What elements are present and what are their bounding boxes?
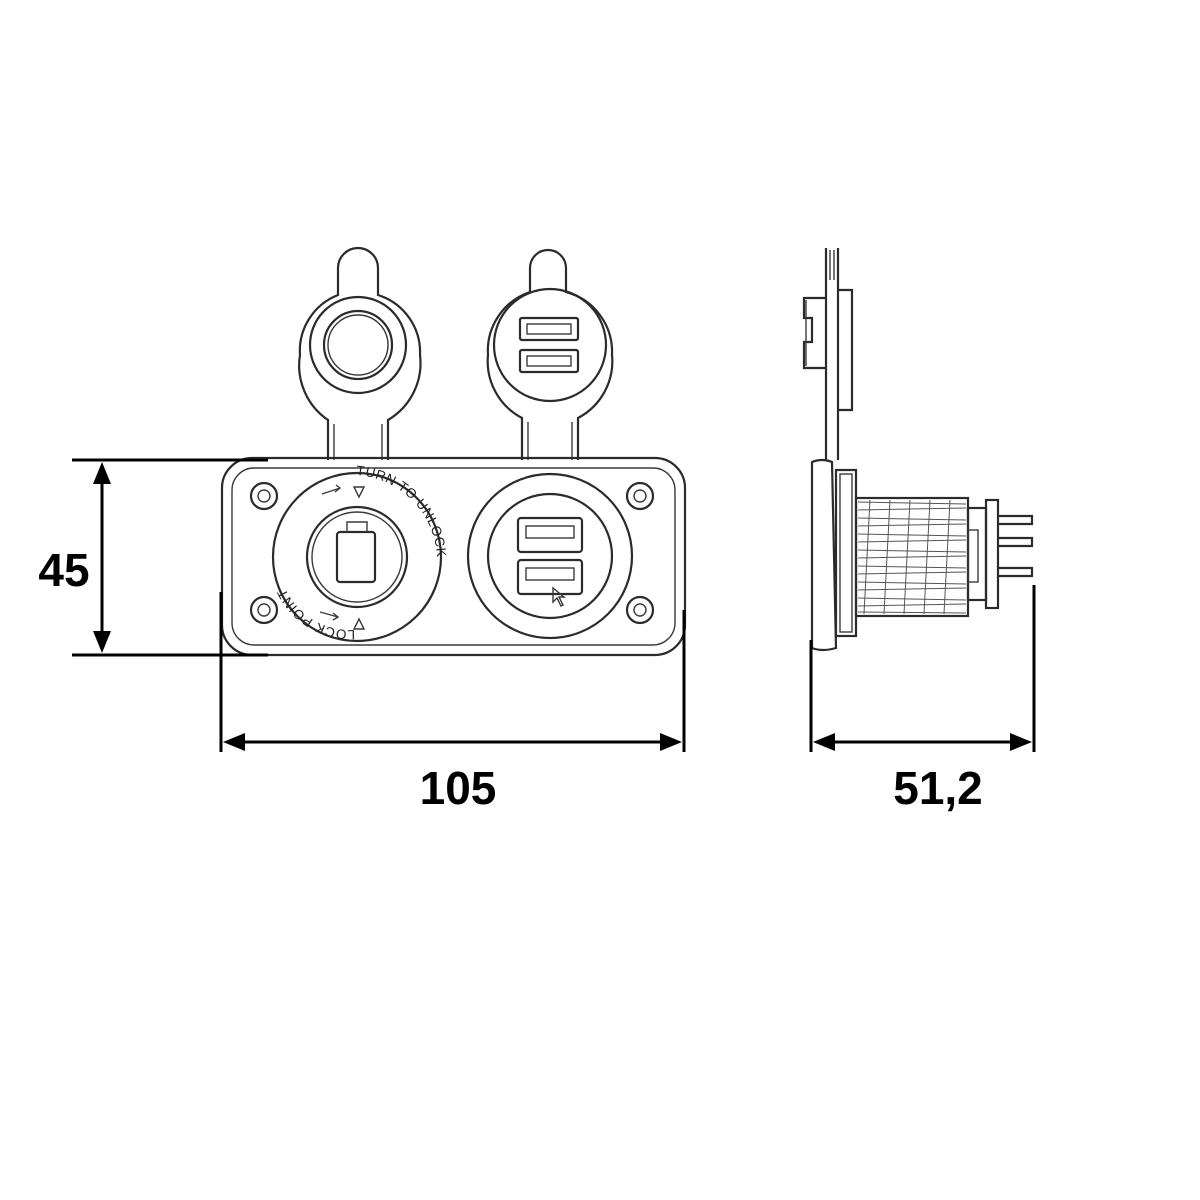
socket-cap-left (298, 246, 422, 460)
mounting-screw-top-left (249, 481, 279, 511)
mounting-screw-top-right (625, 481, 655, 511)
depth-dimension-label: 51,2 (893, 762, 983, 814)
lock-point-label: LOCK POINT (274, 586, 355, 642)
dimension-height: 45 (38, 458, 268, 657)
panel-plate (220, 456, 687, 657)
side-terminals (998, 514, 1034, 578)
side-view (802, 248, 1034, 652)
turn-to-unlock-label: TURN TO UNLOCK (356, 463, 449, 558)
side-cap (802, 248, 854, 460)
dimension-width: 105 (219, 592, 686, 814)
usb-cap-right (486, 248, 614, 460)
mounting-screw-bottom-right (625, 595, 655, 625)
side-threaded-body (854, 496, 1000, 618)
height-dimension-label: 45 (38, 544, 89, 596)
usb-socket (466, 472, 634, 640)
width-dimension-label: 105 (420, 762, 497, 814)
dimension-depth: 51,2 (809, 585, 1036, 814)
side-flange (810, 458, 858, 652)
lock-ring-socket: TURN TO UNLOCK LOCK POINT (271, 463, 449, 642)
mounting-screw-bottom-left (249, 595, 279, 625)
front-view: TURN TO UNLOCK LOCK POINT (220, 246, 687, 657)
